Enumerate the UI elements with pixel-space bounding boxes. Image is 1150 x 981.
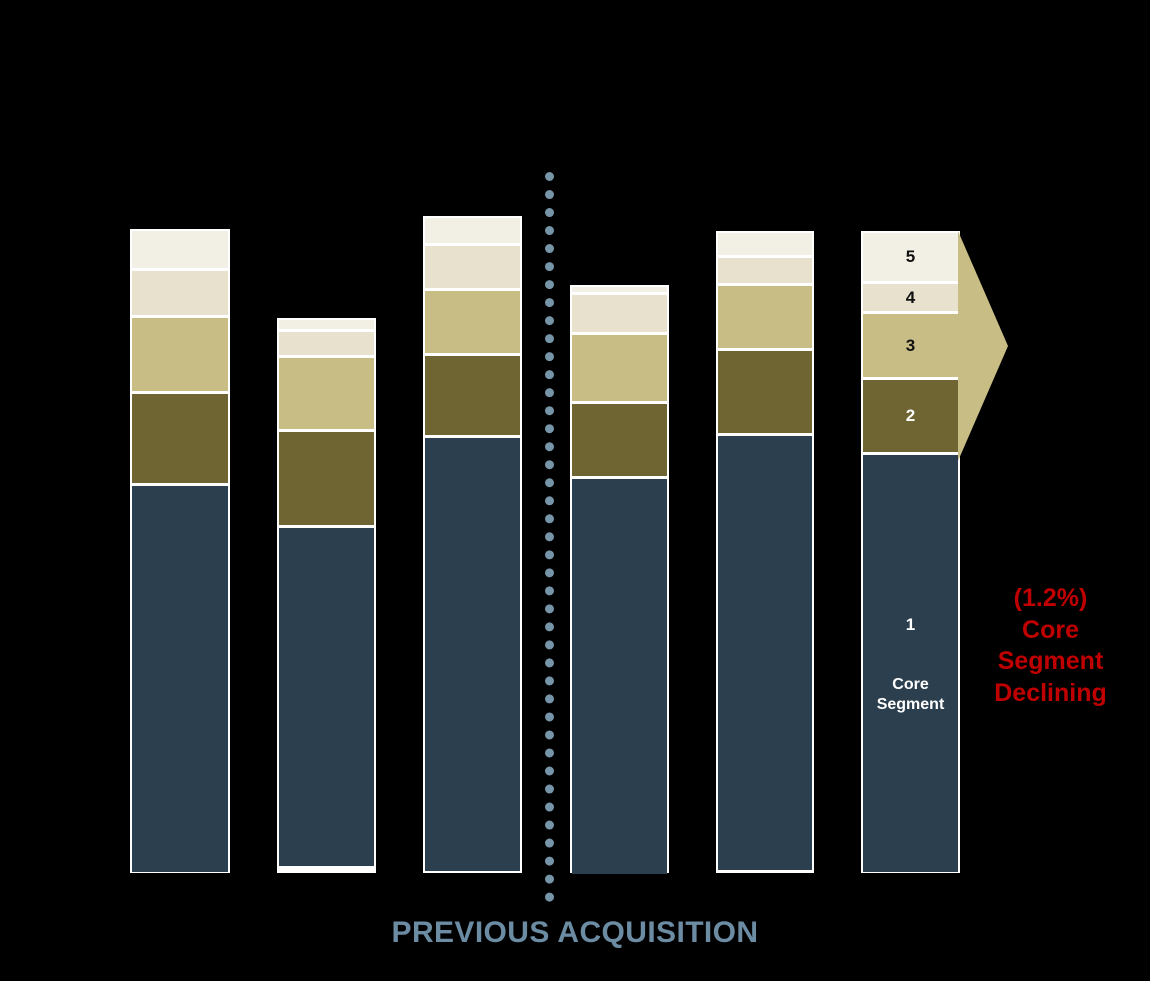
bar-5-segment-s1[interactable]	[718, 436, 812, 870]
right-chevron-icon	[958, 231, 1008, 461]
bar-4[interactable]	[570, 285, 669, 874]
bar-1[interactable]	[130, 229, 230, 873]
bar-1-segment-s1[interactable]	[132, 486, 228, 872]
bar-3-segment-s4[interactable]	[425, 246, 520, 288]
bar-5-segment-s3[interactable]	[718, 286, 812, 348]
bar-5-segment-s4[interactable]	[718, 258, 812, 283]
bar-5[interactable]	[716, 231, 814, 873]
bar-1-segment-s5[interactable]	[132, 231, 228, 268]
bar-2-segment-s4[interactable]	[279, 332, 374, 355]
bar-2-segment-s5[interactable]	[279, 320, 374, 329]
dotted-divider	[545, 172, 554, 902]
bar-4-segment-s2[interactable]	[572, 404, 667, 476]
callout-line-2: Core	[1022, 615, 1079, 644]
bar-4-segment-s1[interactable]	[572, 479, 667, 874]
bar-1-segment-s3[interactable]	[132, 318, 228, 391]
callout-line-1: (1.2%)	[1013, 584, 1088, 612]
bar-4-segment-s3[interactable]	[572, 335, 667, 401]
bar-6-segment-s3[interactable]: 3	[863, 314, 958, 377]
bar-1-segment-s2[interactable]	[132, 394, 228, 483]
bar-6-segment-s3-label: 3	[905, 335, 916, 355]
bar-4-segment-s4[interactable]	[572, 295, 667, 332]
bar-2-segment-s2[interactable]	[279, 432, 374, 525]
callout-core-segment-declining: (1.2%) Core Segment Declining	[968, 583, 1133, 709]
bar-3[interactable]	[423, 216, 522, 873]
x-axis-title: PREVIOUS ACQUISITION	[391, 916, 759, 949]
core-segment-text-line1: Core	[892, 676, 929, 693]
bar-1-segment-s4[interactable]	[132, 271, 228, 315]
bar-3-segment-s5[interactable]	[425, 218, 520, 243]
bar-3-segment-s1[interactable]	[425, 438, 520, 871]
bar-2-segment-s1[interactable]	[279, 528, 374, 866]
bar-3-segment-s3[interactable]	[425, 291, 520, 353]
callout-line-4: Declining	[994, 678, 1107, 707]
bar-2-segment-s3[interactable]	[279, 358, 374, 429]
bar-2[interactable]	[277, 318, 376, 873]
bar-6-segment-s5-label: 5	[905, 247, 916, 267]
core-segment-number: 1	[905, 615, 916, 634]
bar-6-segment-s2-label: 2	[905, 406, 916, 426]
bar-6-segment-s5[interactable]: 5	[863, 233, 958, 281]
bar-6-segment-s4-label: 4	[905, 287, 916, 307]
bar-4-segment-s5[interactable]	[572, 287, 667, 292]
callout-line-3: Segment	[997, 647, 1104, 675]
bar-3-segment-s2[interactable]	[425, 356, 520, 435]
bar-5-segment-s2[interactable]	[718, 351, 812, 433]
bar-5-segment-s5[interactable]	[718, 233, 812, 255]
core-segment-text-line2: Segment	[876, 695, 945, 713]
bar-6-segment-s4[interactable]: 4	[863, 284, 958, 311]
bar-6-segment-s2[interactable]: 2	[863, 380, 958, 452]
